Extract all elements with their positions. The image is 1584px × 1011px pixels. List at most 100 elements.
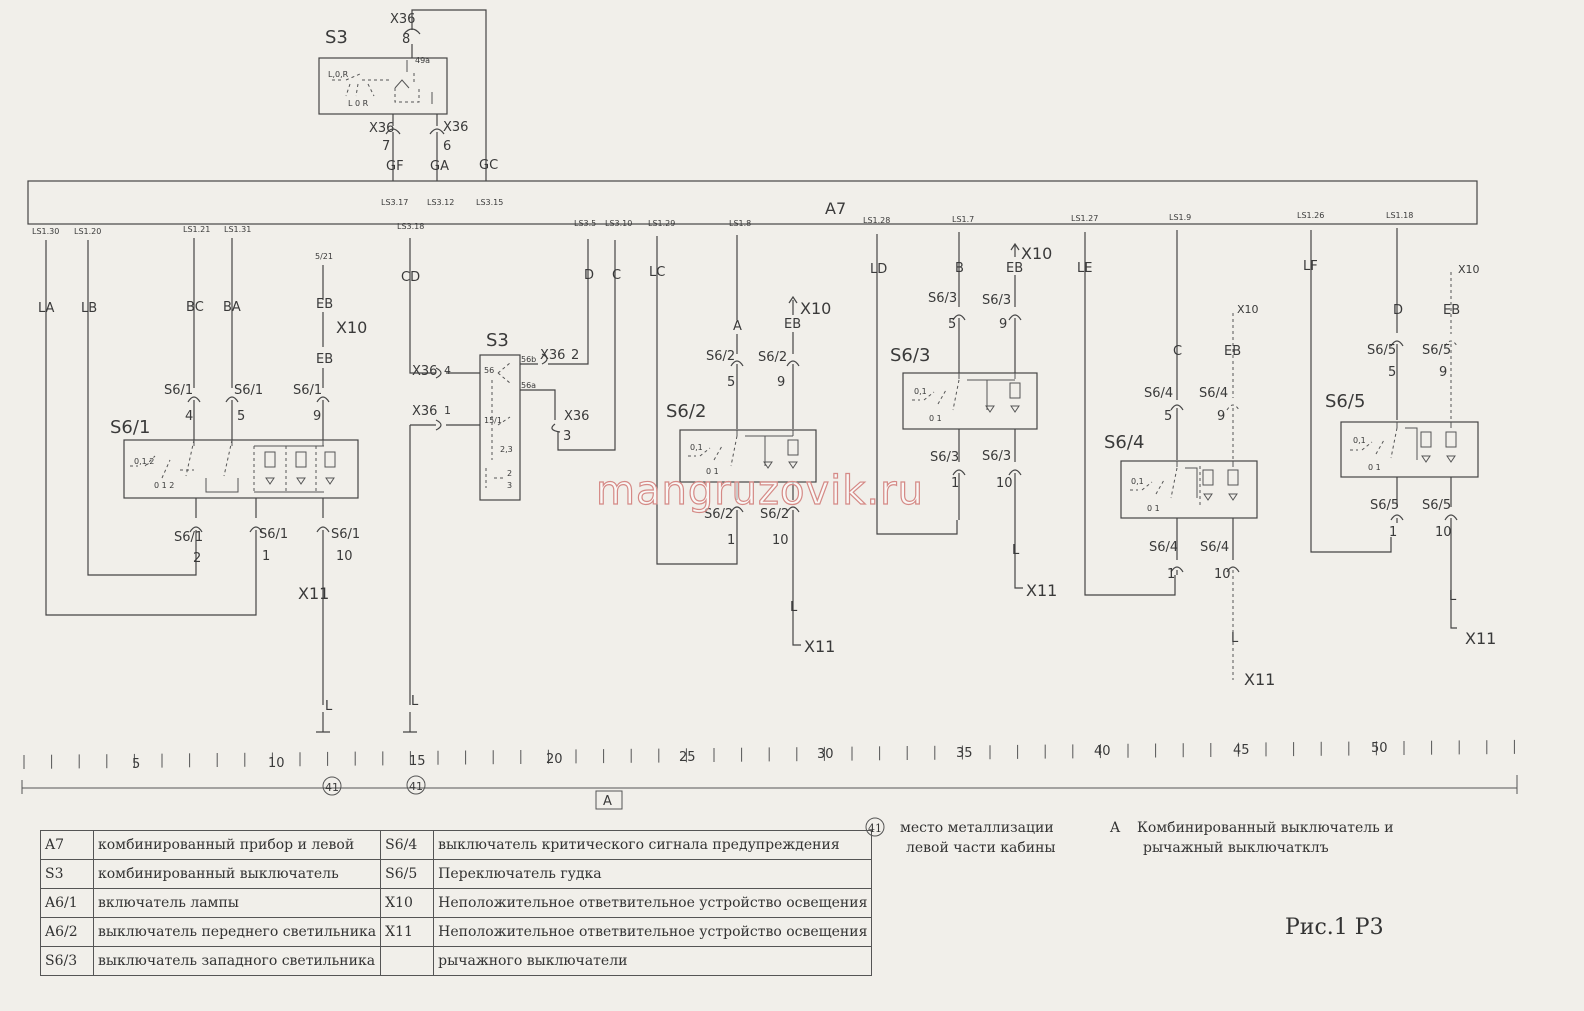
ground-mark-1: 41 — [325, 781, 339, 794]
note-ground-line-2: левой части кабины — [906, 840, 1056, 856]
wire-bc: BC — [186, 300, 204, 315]
s6-4-conn-b: S6/4 — [1199, 386, 1228, 401]
s6-5-conn-b: S6/5 — [1422, 343, 1451, 358]
switch-s6-3-group: LD B X10 EB S6/3 5 S6/3 9 S6/3 0,1 0 1 S… — [870, 232, 1057, 600]
s3-mid-pin-56b: 56b — [521, 355, 536, 364]
s6-5-conn-d: S6/5 — [1422, 498, 1451, 513]
s6-4-conn-a: S6/4 — [1144, 386, 1173, 401]
wire-c-s3 — [551, 240, 616, 451]
s6-4-conn-c: S6/4 — [1149, 540, 1178, 555]
legend-desc: включатель лампы — [92, 888, 382, 918]
s6-5-outputs — [1390, 477, 1458, 629]
wire-ld — [876, 234, 958, 535]
s6-2-leds — [763, 461, 798, 469]
switch-s3-mid-group: CD X36 4 X36 1 S3 56 56b 56a 15/1 2,3 2 … — [401, 238, 621, 733]
s6-4-leds — [1203, 493, 1238, 501]
s3-top-pin-49a: 49a — [415, 56, 430, 65]
switch-s6-4-group: LE C X10 EB S6/4 5 S6/4 9 S6/4 0,1 0 1 S… — [1077, 230, 1275, 689]
s6-2-pin-1: 1 — [727, 533, 735, 548]
legend-table: A7 комбинированный прибор и левой S6/4 в… — [40, 830, 873, 976]
ruler-45: 45 — [1233, 743, 1250, 758]
s3-mid-pin-56: 56 — [484, 366, 494, 375]
wire-c-s64 — [1170, 230, 1184, 460]
s3-top-label: S3 — [325, 27, 348, 48]
page-ruler — [21, 739, 1518, 794]
s3-mid-pin-2: 2 — [507, 469, 512, 478]
wire-l-5: L — [1231, 631, 1239, 646]
s6-4-pin-9: 9 — [1217, 409, 1225, 424]
s3-top-box — [318, 57, 448, 115]
s6-2-lamp — [787, 439, 799, 456]
s6-3-conn-b: S6/3 — [982, 293, 1011, 308]
x36-label-mid-a: X36 — [412, 364, 437, 379]
s6-3-box — [902, 372, 1038, 430]
legend-code: A6/1 — [40, 888, 94, 918]
legend-desc-2: Переключатель гудка — [433, 859, 873, 889]
s6-3-conn-a: S6/3 — [928, 291, 957, 306]
wire-eb-s63 — [1008, 242, 1022, 373]
s6-1-label: S6/1 — [110, 417, 150, 438]
legend-row: A6/2 выключатель переднего светильника X… — [40, 917, 873, 947]
legend-desc: комбинированный прибор и левой — [92, 830, 382, 860]
s6-5-pos: 0,1 — [1353, 436, 1366, 445]
s6-1-pin-5: 5 — [237, 409, 245, 424]
wire-lf — [1310, 230, 1392, 553]
note-ground-circle — [865, 817, 885, 837]
wire-ga: GA — [430, 159, 449, 174]
a7-bottom-pins: LS1.30 LS1.20 LS1.21 LS1.31 LS3.18 LS3.5… — [32, 211, 1413, 236]
wire-eb-s64 — [1226, 313, 1240, 460]
s6-5-internal — [1396, 422, 1452, 460]
pin-ls1-31: LS1.31 — [224, 225, 251, 234]
wire-d-s65-label: D — [1393, 303, 1403, 318]
s6-1-conn-b: S6/1 — [234, 383, 263, 398]
s6-1-internal — [193, 440, 324, 493]
s6-4-box — [1120, 460, 1258, 519]
ruler-40: 40 — [1094, 744, 1111, 759]
wire-ld-label: LD — [870, 262, 887, 277]
s6-4-pos: 0,1 — [1131, 477, 1144, 486]
legend-code-2: S6/4 — [380, 830, 435, 860]
s6-1-leds — [265, 477, 335, 485]
pin-ls3-5: LS3.5 — [574, 219, 596, 228]
s6-4-label: S6/4 — [1104, 432, 1144, 453]
s3-mid-outputs — [520, 353, 556, 420]
ground-mark-2: 41 — [409, 780, 423, 793]
s3-mid-pin-3: 3 — [507, 481, 512, 490]
x36-pin-2: 2 — [571, 348, 579, 363]
pin-ls3-15: LS3.15 — [476, 198, 503, 207]
s3-mid-pin-56a: 56a — [521, 381, 536, 390]
x11-label-4: X11 — [1244, 670, 1275, 689]
legend-desc-2: рычажного выключатели — [433, 946, 873, 976]
wire-gf: GF — [386, 159, 404, 174]
legend-code-2 — [380, 946, 435, 976]
s6-3-pos: 0,1 — [914, 387, 927, 396]
note-ground-symbol: 41 — [868, 822, 882, 835]
wire-b — [952, 232, 966, 373]
s6-2-label: S6/2 — [666, 401, 706, 422]
x36-mid-connectors — [435, 367, 480, 431]
s6-2-conn-b: S6/2 — [758, 350, 787, 365]
s3-top-contacts — [332, 73, 420, 103]
s6-1-pos-b: 0 1 2 — [154, 481, 174, 490]
s6-5-pin-1: 1 — [1389, 525, 1397, 540]
s6-1-pin-9: 9 — [313, 409, 321, 424]
ruler-20: 20 — [546, 752, 563, 767]
s6-2-conn-a: S6/2 — [706, 349, 735, 364]
s6-3-lamp — [1009, 382, 1021, 399]
ground-1 — [316, 712, 330, 733]
s6-4-internal — [1176, 461, 1234, 498]
wire-cd — [403, 238, 436, 733]
a7-label: A7 — [825, 199, 846, 218]
note-ground-line-1: место металлизации — [900, 820, 1054, 836]
x36-label-left: X36 — [369, 121, 394, 136]
s6-2-pos-b: 0 1 — [706, 467, 719, 476]
x11-label-2: X11 — [804, 637, 835, 656]
pin-ls1-21: LS1.21 — [183, 225, 210, 234]
s6-2-pin-5: 5 — [727, 375, 735, 390]
x36-label-mid-d: X36 — [564, 409, 589, 424]
switch-s6-1-group: LA LB BC BA 5/21 EB X10 EB S6/1 S6/1 4 S… — [38, 238, 367, 733]
wire-gc-loop — [403, 9, 487, 181]
s3-mid-pin-15-1: 15/1 — [484, 416, 502, 425]
s6-1-lamp-3 — [324, 451, 336, 468]
wire-le — [1084, 232, 1176, 596]
